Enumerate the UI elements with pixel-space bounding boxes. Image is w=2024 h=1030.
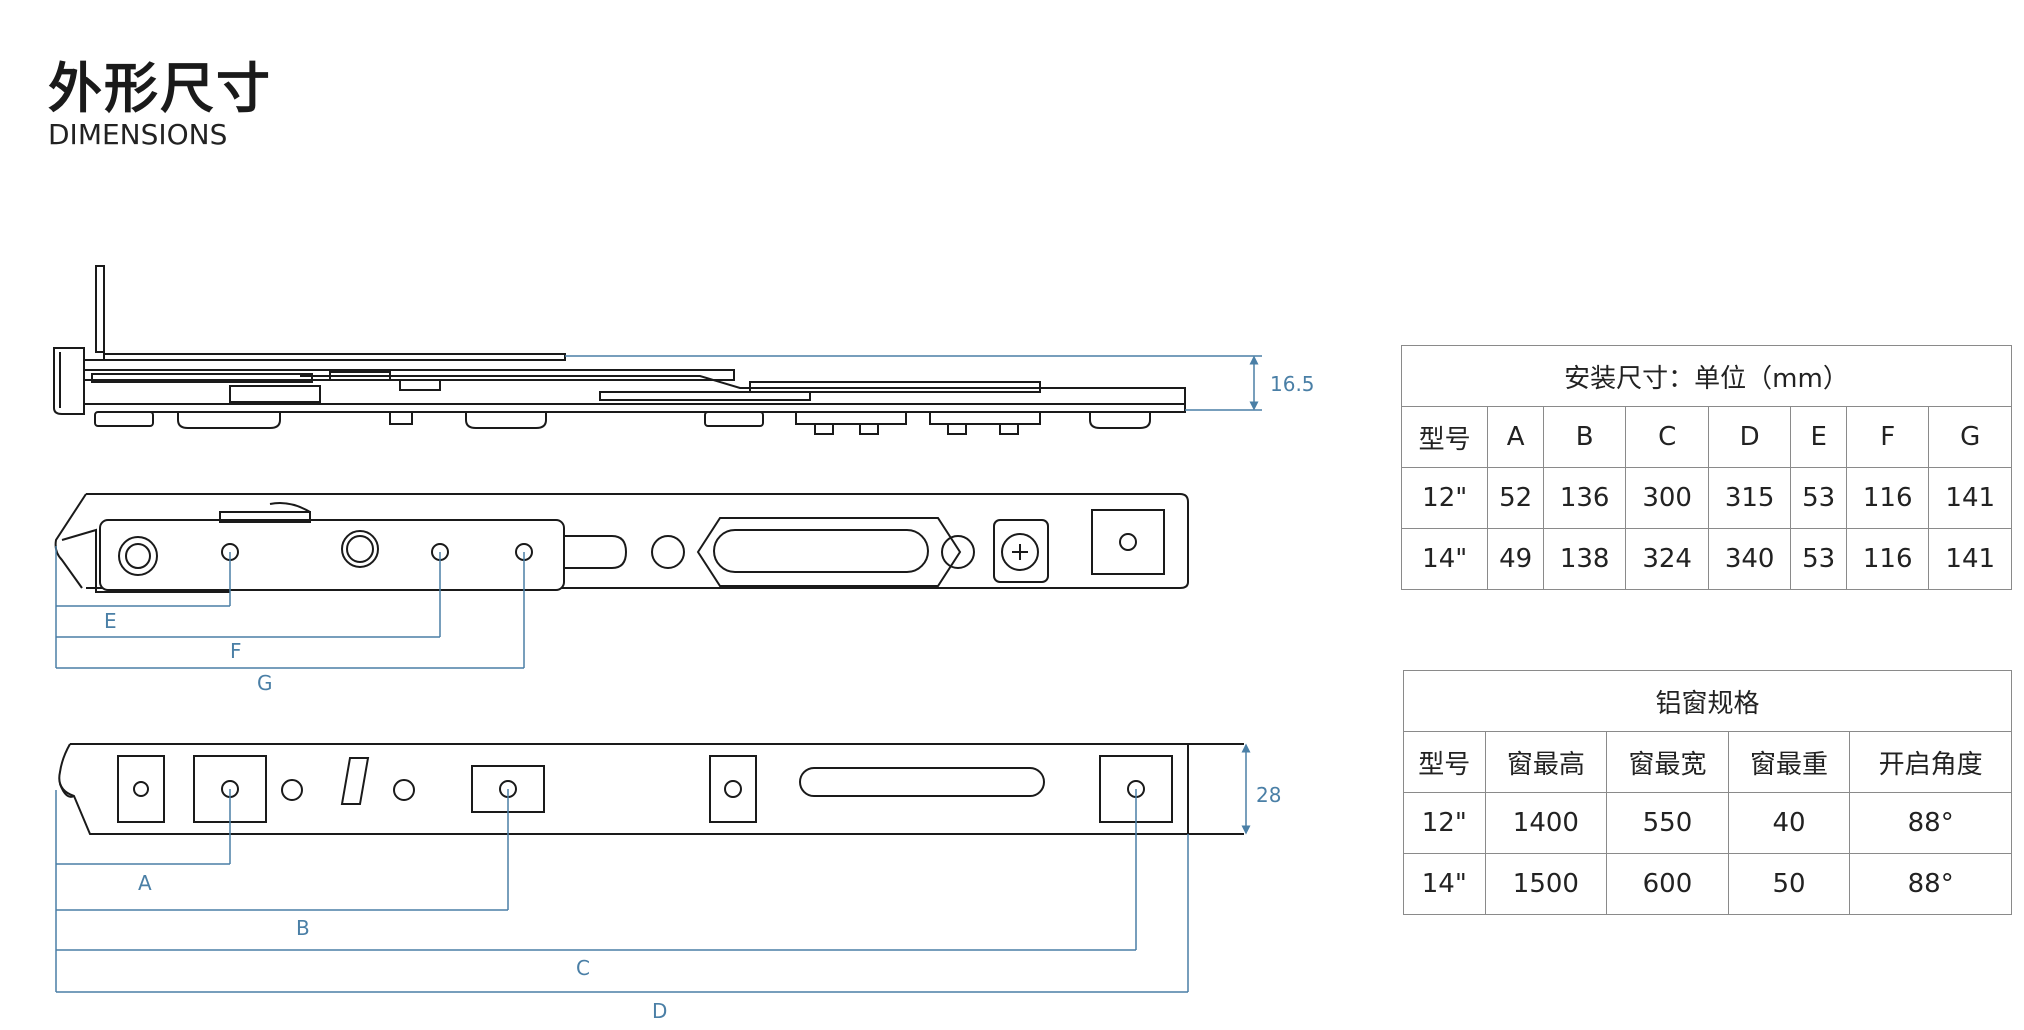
table-header-row: 型号 窗最高 窗最宽 窗最重 开启角度 — [1403, 731, 2012, 793]
table-cell: 40 — [1727, 792, 1851, 854]
dim-label-d: D — [652, 999, 667, 1023]
table-row: 14" 49 138 324 340 53 116 141 — [1400, 528, 2012, 590]
table-header-row: 型号 A B C D E F G — [1400, 406, 2012, 468]
table-cell: 550 — [1606, 792, 1729, 854]
column-header: 型号 — [1400, 406, 1489, 468]
table-cell: 141 — [1928, 528, 2012, 590]
dim-label-16-5: 16.5 — [1270, 372, 1315, 396]
table-cell: 300 — [1625, 467, 1709, 529]
dim-16-5 — [565, 355, 1262, 411]
table-cell: 49 — [1487, 528, 1544, 590]
column-header: A — [1487, 406, 1544, 468]
column-header: D — [1707, 406, 1792, 468]
side-view — [53, 265, 1186, 435]
column-header: B — [1542, 406, 1627, 468]
table-cell: 53 — [1790, 528, 1847, 590]
table-cell: 14" — [1403, 853, 1486, 915]
table-cell: 88° — [1849, 792, 2012, 854]
table-cell: 50 — [1727, 853, 1851, 915]
table-cell: 52 — [1487, 467, 1544, 529]
dim-label-28: 28 — [1256, 783, 1281, 807]
table-row: 12" 1400 550 40 88° — [1403, 792, 2012, 854]
dim-label-g: G — [257, 671, 273, 695]
table-cell: 53 — [1790, 467, 1847, 529]
column-header: F — [1845, 406, 1930, 468]
table-cell: 315 — [1707, 467, 1792, 529]
dims-abcd — [55, 789, 1189, 993]
dim-label-c: C — [576, 956, 590, 980]
table-cell: 88° — [1849, 853, 2012, 915]
column-header: 窗最宽 — [1606, 731, 1729, 793]
column-header: G — [1928, 406, 2012, 468]
dims-efg — [55, 546, 525, 669]
table-cell: 116 — [1845, 467, 1930, 529]
page-title: 外形尺寸 — [48, 57, 272, 120]
table-cell: 1400 — [1484, 792, 1608, 854]
table-cell: 14" — [1400, 528, 1489, 590]
column-header: 开启角度 — [1849, 731, 2012, 793]
table-cell: 141 — [1928, 467, 2012, 529]
table-cell: 12" — [1400, 467, 1489, 529]
bottom-view — [58, 743, 1244, 835]
table-title-row: 铝窗规格 — [1403, 670, 2012, 732]
table-cell: 1500 — [1484, 853, 1608, 915]
install-table-title: 安装尺寸：单位（mm） — [1401, 345, 2012, 407]
window-table-title: 铝窗规格 — [1403, 670, 2012, 732]
table-cell: 12" — [1403, 792, 1486, 854]
dim-label-e: E — [104, 609, 117, 633]
table-row: 12" 52 136 300 315 53 116 141 — [1400, 467, 2012, 529]
table-cell: 600 — [1606, 853, 1729, 915]
dim-label-f: F — [230, 639, 242, 663]
table-cell: 136 — [1542, 467, 1627, 529]
table-row: 14" 1500 600 50 88° — [1403, 853, 2012, 915]
top-view — [54, 493, 1189, 593]
column-header: C — [1625, 406, 1709, 468]
table-title-row: 安装尺寸：单位（mm） — [1401, 345, 2012, 407]
page-subtitle: DIMENSIONS — [48, 118, 228, 151]
table-cell: 324 — [1625, 528, 1709, 590]
install-dimensions-table: 安装尺寸：单位（mm） 型号 A B C D E F G 12" 52 136 … — [1400, 345, 2012, 590]
table-cell: 116 — [1845, 528, 1930, 590]
column-header: 型号 — [1403, 731, 1486, 793]
window-spec-table: 铝窗规格 型号 窗最高 窗最宽 窗最重 开启角度 12" 1400 550 40… — [1403, 670, 2012, 915]
column-header: 窗最高 — [1484, 731, 1608, 793]
column-header: 窗最重 — [1727, 731, 1851, 793]
dim-label-a: A — [138, 871, 152, 895]
table-cell: 340 — [1707, 528, 1792, 590]
table-cell: 138 — [1542, 528, 1627, 590]
dim-label-b: B — [296, 916, 310, 940]
column-header: E — [1790, 406, 1847, 468]
